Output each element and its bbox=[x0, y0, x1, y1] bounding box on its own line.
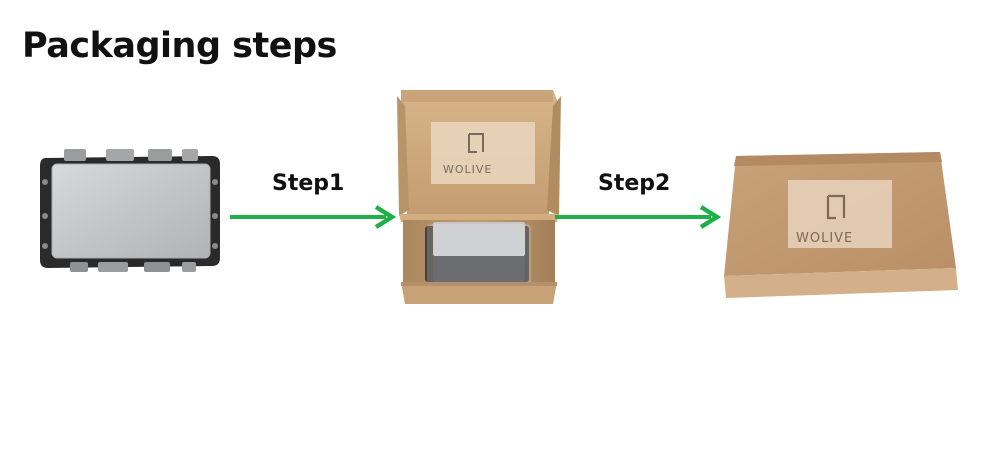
closed-box-image: WOLIVE bbox=[724, 152, 958, 298]
page-title: Packaging steps bbox=[22, 26, 337, 66]
right-arrow-icon bbox=[555, 205, 722, 229]
watermark-logo-icon bbox=[468, 133, 484, 153]
open-box-image: WOLIVE bbox=[397, 90, 561, 304]
watermark-brand: WOLIVE bbox=[443, 163, 492, 176]
watermark-brand: WOLIVE bbox=[796, 231, 853, 246]
step1-label: Step1 bbox=[272, 171, 345, 196]
step2-label: Step2 bbox=[598, 171, 671, 196]
right-arrow-icon bbox=[230, 205, 397, 229]
trackpad-image bbox=[40, 149, 220, 272]
watermark-logo-icon bbox=[826, 194, 846, 220]
